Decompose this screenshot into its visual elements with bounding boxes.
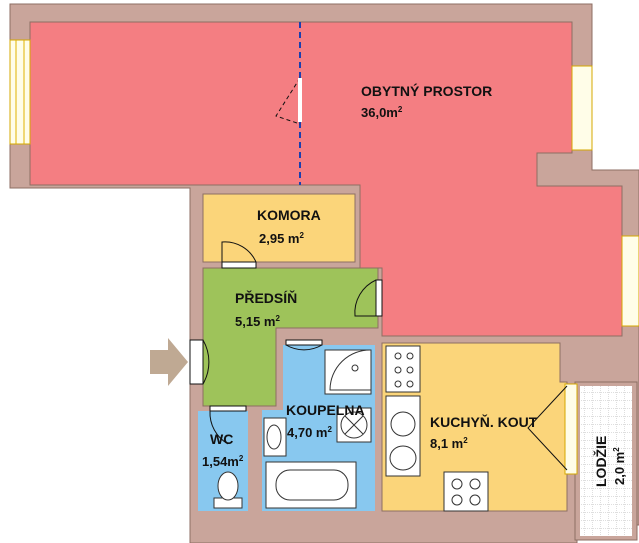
- storage-room-name: KOMORA: [257, 207, 321, 223]
- hob-icon: [443, 471, 489, 512]
- kitchen-room-area: 8,1 m2: [430, 436, 468, 451]
- wc-area-sup: 2: [239, 454, 244, 463]
- door-loggia: [564, 383, 578, 475]
- door-bath: [285, 339, 323, 346]
- entry-arrow-icon: [150, 338, 188, 386]
- living-room-area: 36,0m2: [361, 105, 403, 120]
- storage-area-value: 2,95 m: [259, 231, 299, 246]
- storage-area-sup: 2: [299, 231, 304, 240]
- hall-room-area: 5,15 m2: [235, 314, 280, 329]
- kitchen-area-value: 8,1 m: [430, 436, 463, 451]
- door-wc: [209, 405, 247, 412]
- door-living-from-hall: [375, 279, 383, 317]
- door-wc-swing: [209, 410, 229, 445]
- loggia-floor: [580, 386, 632, 536]
- bath-area-sup: 2: [327, 425, 332, 434]
- door-storage-swing: [221, 241, 257, 263]
- door-living-swing: [354, 279, 377, 317]
- wc-room-area: 1,54m2: [202, 454, 244, 469]
- sink-icon: [263, 417, 287, 457]
- room-labels: OBYTNÝ PROSTOR 36,0m2 KOMORA 2,95 m2 PŘE…: [202, 82, 627, 487]
- wc-room-name: WC: [210, 431, 233, 447]
- hall-floor: [202, 267, 379, 407]
- washing-machine-icon: [336, 407, 372, 443]
- partition-door: [275, 77, 301, 125]
- door-entry: [189, 339, 204, 385]
- bath-room-name: KOUPELNA: [286, 402, 365, 418]
- hall-area-value: 5,15 m: [235, 314, 275, 329]
- storage-room-area: 2,95 m2: [259, 231, 304, 246]
- bath-area-value: 4,70 m: [287, 425, 327, 440]
- fixtures: [213, 345, 489, 512]
- living-room-floor: [29, 21, 623, 337]
- bath-room-area: 4,70 m2: [287, 425, 332, 440]
- kitchen-area-sup: 2: [463, 436, 468, 445]
- window-living-right: [571, 65, 593, 151]
- window-left: [9, 39, 31, 145]
- doors: [189, 241, 568, 471]
- storage-room-floor: [202, 193, 356, 263]
- door-bath-swing: [285, 344, 323, 351]
- toilet-icon: [213, 471, 243, 509]
- kitchen-room-name: KUCHYŇ. KOUT: [430, 413, 538, 430]
- loggia-area-sup: 2: [612, 447, 621, 452]
- kitchen-floor: [381, 342, 568, 512]
- kitchen-sink-icon: [385, 395, 421, 477]
- window-living-right-2: [621, 235, 639, 327]
- hall-room-name: PŘEDSÍŇ: [235, 289, 297, 306]
- living-room-name: OBYTNÝ PROSTOR: [361, 82, 492, 99]
- windows: [9, 39, 639, 475]
- kitchen-appliance-icon: [385, 345, 421, 393]
- hall-area-sup: 2: [275, 314, 280, 323]
- living-area-value: 36,0m: [361, 105, 398, 120]
- door-storage: [221, 261, 257, 269]
- wc-area-value: 1,54m: [202, 454, 239, 469]
- rooms: [29, 21, 632, 536]
- loggia-room-area: 2,0 m2: [612, 447, 627, 485]
- living-area-sup: 2: [398, 105, 403, 114]
- door-kitchen-loggia-swing: [527, 385, 568, 471]
- loggia-label: LODŽIE 2,0 m2: [592, 436, 627, 487]
- loggia-room-name: LODŽIE: [592, 436, 609, 487]
- shower-icon: [324, 349, 372, 395]
- loggia-area-value: 2,0 m: [612, 452, 627, 485]
- bathtub-icon: [265, 461, 357, 509]
- door-entry-swing: [202, 339, 210, 385]
